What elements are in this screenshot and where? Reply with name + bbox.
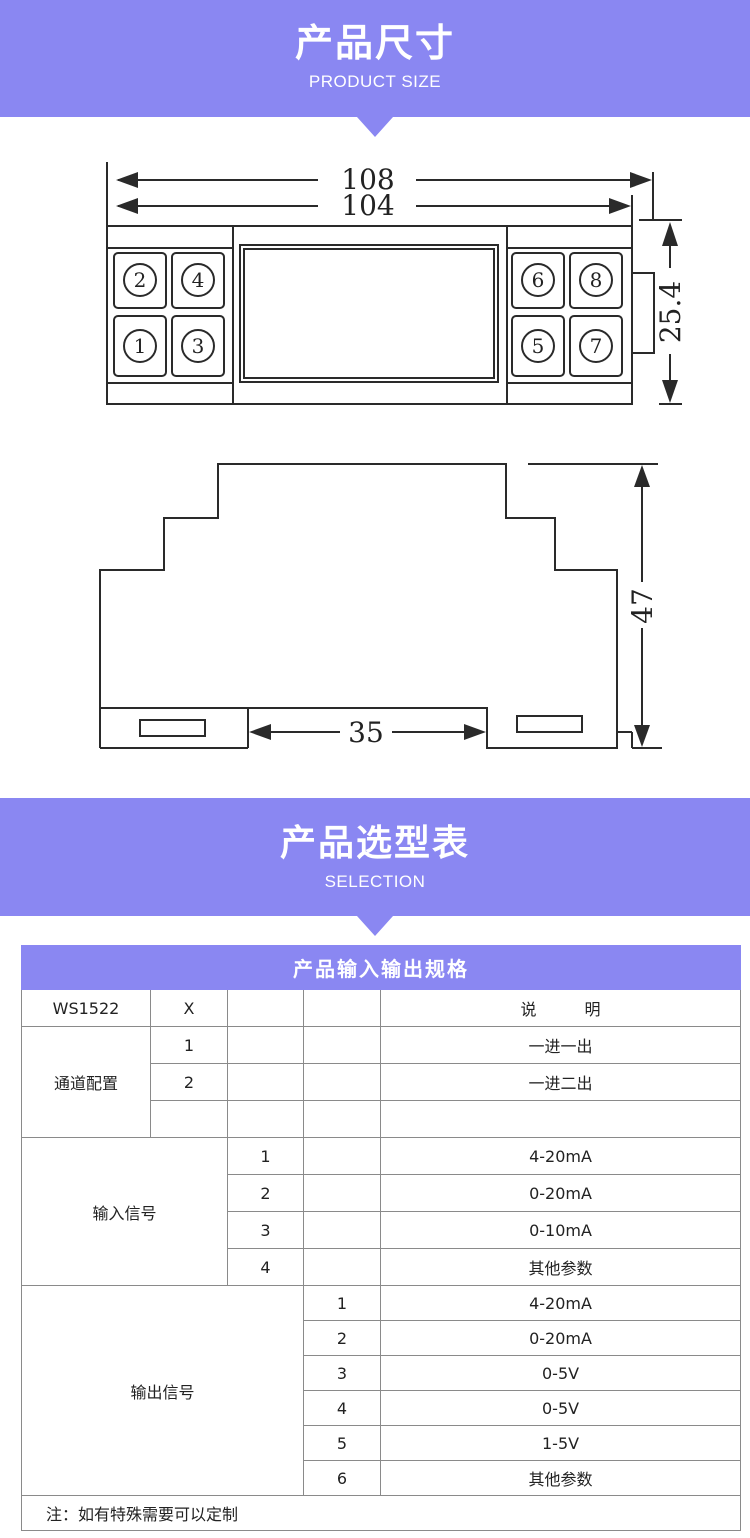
selection-banner: 产品选型表 SELECTION (0, 798, 750, 916)
section-title: 产品选型表 (279, 823, 470, 864)
option-code: 6 (303, 1460, 381, 1496)
terminal-label: 4 (192, 268, 205, 292)
table-title: 产品输入输出规格 (20, 945, 742, 990)
table-row: 输入信号 1 4-20mA (21, 1137, 742, 1286)
terminal-label: 3 (192, 334, 205, 358)
banner-pointer (357, 916, 393, 936)
section-subtitle: SELECTION (324, 872, 426, 891)
table-row: 通道配置 1 一进一出 (21, 1026, 742, 1138)
dimension-rail-width: 35 (348, 716, 384, 749)
option-description: 其他参数 (379, 1248, 742, 1286)
description-header: 说 明 (379, 989, 742, 1027)
option-code: 1 (150, 1026, 228, 1064)
option-code: 4 (303, 1390, 381, 1426)
side-tab (631, 272, 655, 354)
option-description: 0-20mA (379, 1174, 742, 1212)
option-code: 3 (303, 1355, 381, 1391)
table-row: 注：如有特殊需要可以定制 (20, 1495, 742, 1531)
option-code: 1 (303, 1285, 381, 1321)
option-code: 4 (227, 1248, 304, 1286)
option-code: 5 (303, 1425, 381, 1461)
option-description: 4-20mA (379, 1285, 742, 1321)
option-description: 0-5V (379, 1355, 742, 1391)
side-view-drawing: 47 35 (99, 463, 662, 749)
option-code: 3 (227, 1211, 304, 1249)
dimension-height-side: 47 (626, 588, 659, 624)
option-code: 2 (303, 1320, 381, 1356)
arrowhead (634, 465, 650, 487)
channel-config-label: 通道配置 (21, 1026, 151, 1138)
product-size-banner: 产品尺寸 PRODUCT SIZE (0, 0, 750, 117)
terminal-label: 7 (590, 334, 603, 358)
rail-clip-left (139, 719, 206, 737)
option-description: 0-5V (379, 1390, 742, 1426)
option-description: 1-5V (379, 1425, 742, 1461)
option-code: 2 (150, 1063, 228, 1101)
dimension-body-length: 104 (341, 189, 394, 222)
table-row: 4 0-5V (22, 1390, 742, 1426)
customization-note: 注：如有特殊需要可以定制 (20, 1495, 742, 1531)
table-row: 输出信号 1 4-20mA (21, 1285, 742, 1496)
table-header-row: WS1522 X 说 明 (21, 989, 742, 1027)
option-description: 0-20mA (379, 1320, 742, 1356)
terminal-block-right (511, 252, 623, 377)
option-description: 0-10mA (379, 1211, 742, 1249)
input-signal-label: 输入信号 (21, 1137, 228, 1286)
arrowhead (630, 172, 652, 188)
table-row: 3 0-10mA (22, 1211, 742, 1249)
banner-pointer (357, 117, 393, 137)
arrowhead (464, 724, 486, 740)
terminal-label: 6 (532, 268, 545, 292)
terminal-label: 8 (590, 268, 603, 292)
table-row: 5 1-5V (22, 1425, 742, 1461)
terminal-label: 5 (532, 334, 545, 358)
arrowhead (116, 172, 138, 188)
dimension-overall-length: 108 (341, 163, 394, 196)
table-row: 2 0-20mA (22, 1320, 742, 1356)
side-profile-outline (99, 463, 618, 749)
arrowhead (609, 198, 631, 214)
table-row: 3 0-5V (22, 1355, 742, 1391)
table-row (22, 1100, 742, 1138)
arrowhead (634, 725, 650, 747)
terminal-label: 1 (134, 334, 147, 358)
top-view-drawing: 2 4 1 3 6 8 5 7 108 104 25.4 (106, 162, 687, 405)
arrowhead (116, 198, 138, 214)
option-description: 其他参数 (379, 1460, 742, 1496)
option-description: 4-20mA (379, 1137, 742, 1175)
option-description: 一进一出 (379, 1026, 742, 1064)
model-cell: WS1522 (21, 989, 151, 1027)
dimension-height-front: 25.4 (654, 281, 687, 343)
arrowhead (662, 222, 678, 246)
option-code: 1 (227, 1137, 304, 1175)
terminal-label: 2 (134, 268, 147, 292)
selection-table: 产品输入输出规格 WS1522 X 说 明 通道配置 1 一进一出 2 一进二出… (20, 945, 742, 1531)
terminal-block-left (113, 252, 225, 377)
option-code: 2 (227, 1174, 304, 1212)
arrowhead (249, 724, 271, 740)
section-title: 产品尺寸 (294, 21, 455, 65)
x-cell: X (150, 989, 228, 1027)
rail-clip-right (516, 715, 583, 733)
display-window (243, 248, 495, 379)
output-signal-label: 输出信号 (21, 1285, 304, 1496)
table-row: 2 一进二出 (22, 1063, 742, 1101)
option-description: 一进二出 (379, 1063, 742, 1101)
arrowhead (662, 380, 678, 403)
section-subtitle: PRODUCT SIZE (308, 72, 442, 91)
